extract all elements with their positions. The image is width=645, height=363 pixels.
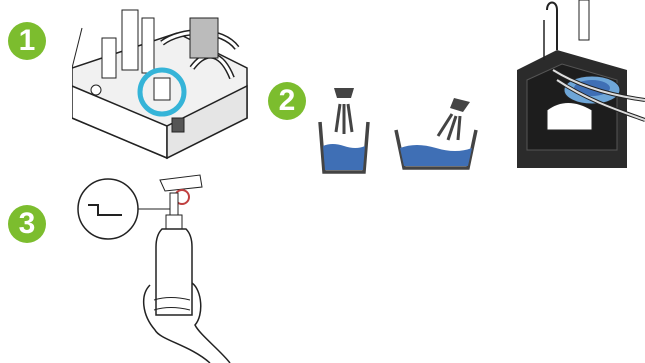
step-1-badge: 1 xyxy=(8,22,46,60)
hand-holding-bottle-icon xyxy=(70,165,240,363)
spray-into-glass-icon xyxy=(312,82,372,178)
step-2-badge: 2 xyxy=(268,82,306,120)
spray-into-bowl-icon xyxy=(392,92,480,174)
step-3-badge: 3 xyxy=(8,205,46,243)
machine-valve-closeup-icon xyxy=(72,8,252,166)
nozzle-into-drip-tray-icon xyxy=(497,0,645,168)
